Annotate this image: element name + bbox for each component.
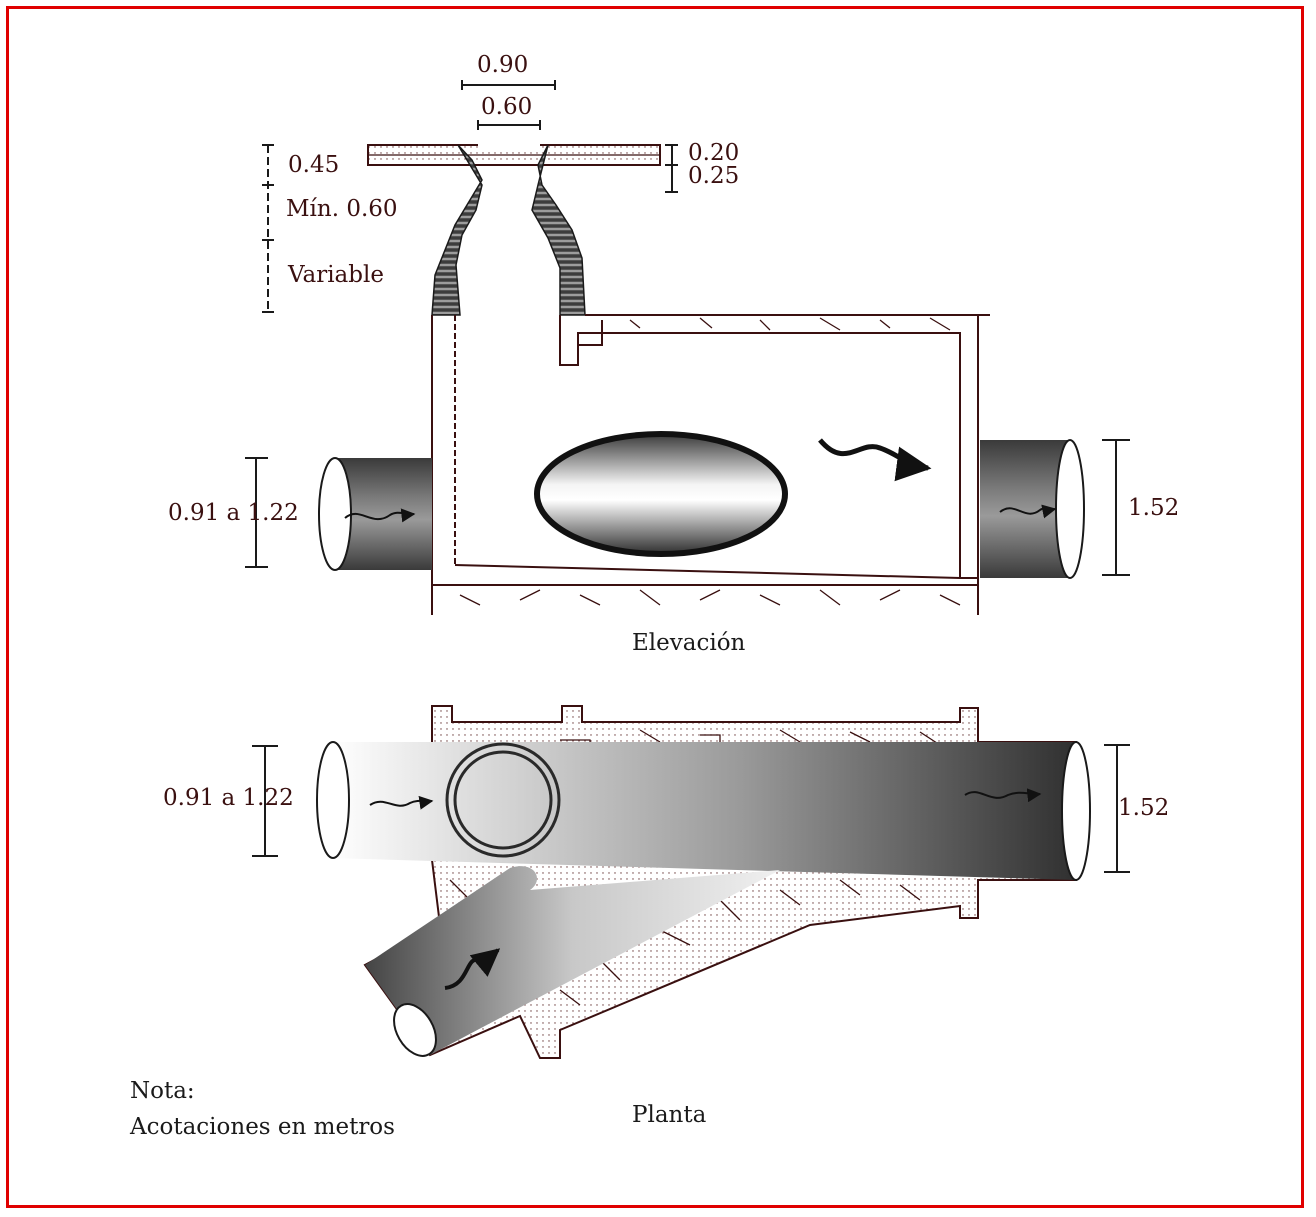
drawing-frame bbox=[6, 6, 1304, 1208]
plan-branch-pipe bbox=[365, 866, 780, 1055]
plan-manhole-ring bbox=[445, 742, 561, 858]
dim-slab-upper: 0.20 bbox=[688, 140, 739, 166]
dim-outlet-elev: 1.52 bbox=[1128, 495, 1179, 521]
dim-cone-min: Mín. 0.60 bbox=[286, 196, 398, 222]
dim-top-outer: 0.90 bbox=[477, 52, 528, 78]
flow-arrow-icon bbox=[818, 438, 932, 482]
elevation-view: 0.90 0.60 0.20 0.25 0.45 Mín. 0.60 Varia… bbox=[168, 52, 1179, 656]
plan-flow-out-icon bbox=[964, 788, 1042, 803]
dim-shaft: Variable bbox=[287, 262, 384, 288]
dim-outlet-plan: 1.52 bbox=[1118, 795, 1169, 821]
note-label: Nota: bbox=[130, 1078, 195, 1104]
plan-title: Planta bbox=[632, 1102, 707, 1128]
dim-cone-top: 0.45 bbox=[288, 152, 339, 178]
dim-slab-lower: 0.25 bbox=[688, 163, 739, 189]
elevation-title: Elevación bbox=[632, 630, 746, 656]
plan-main-pipe bbox=[330, 742, 1076, 880]
plan-view: 0.91 a 1.22 1.52 Planta bbox=[163, 705, 1169, 1128]
dim-top-inner: 0.60 bbox=[481, 94, 532, 120]
cone-wall-right bbox=[531, 144, 586, 316]
dim-inlet-elev: 0.91 a 1.22 bbox=[168, 500, 299, 526]
note-text: Acotaciones en metros bbox=[129, 1114, 395, 1140]
chamber-ellipse bbox=[534, 431, 788, 557]
dim-inlet-plan: 0.91 a 1.22 bbox=[163, 785, 294, 811]
cone-wall-left bbox=[431, 144, 483, 316]
plan-flow-in-icon bbox=[369, 795, 434, 810]
plan-flow-branch-icon bbox=[444, 948, 501, 990]
